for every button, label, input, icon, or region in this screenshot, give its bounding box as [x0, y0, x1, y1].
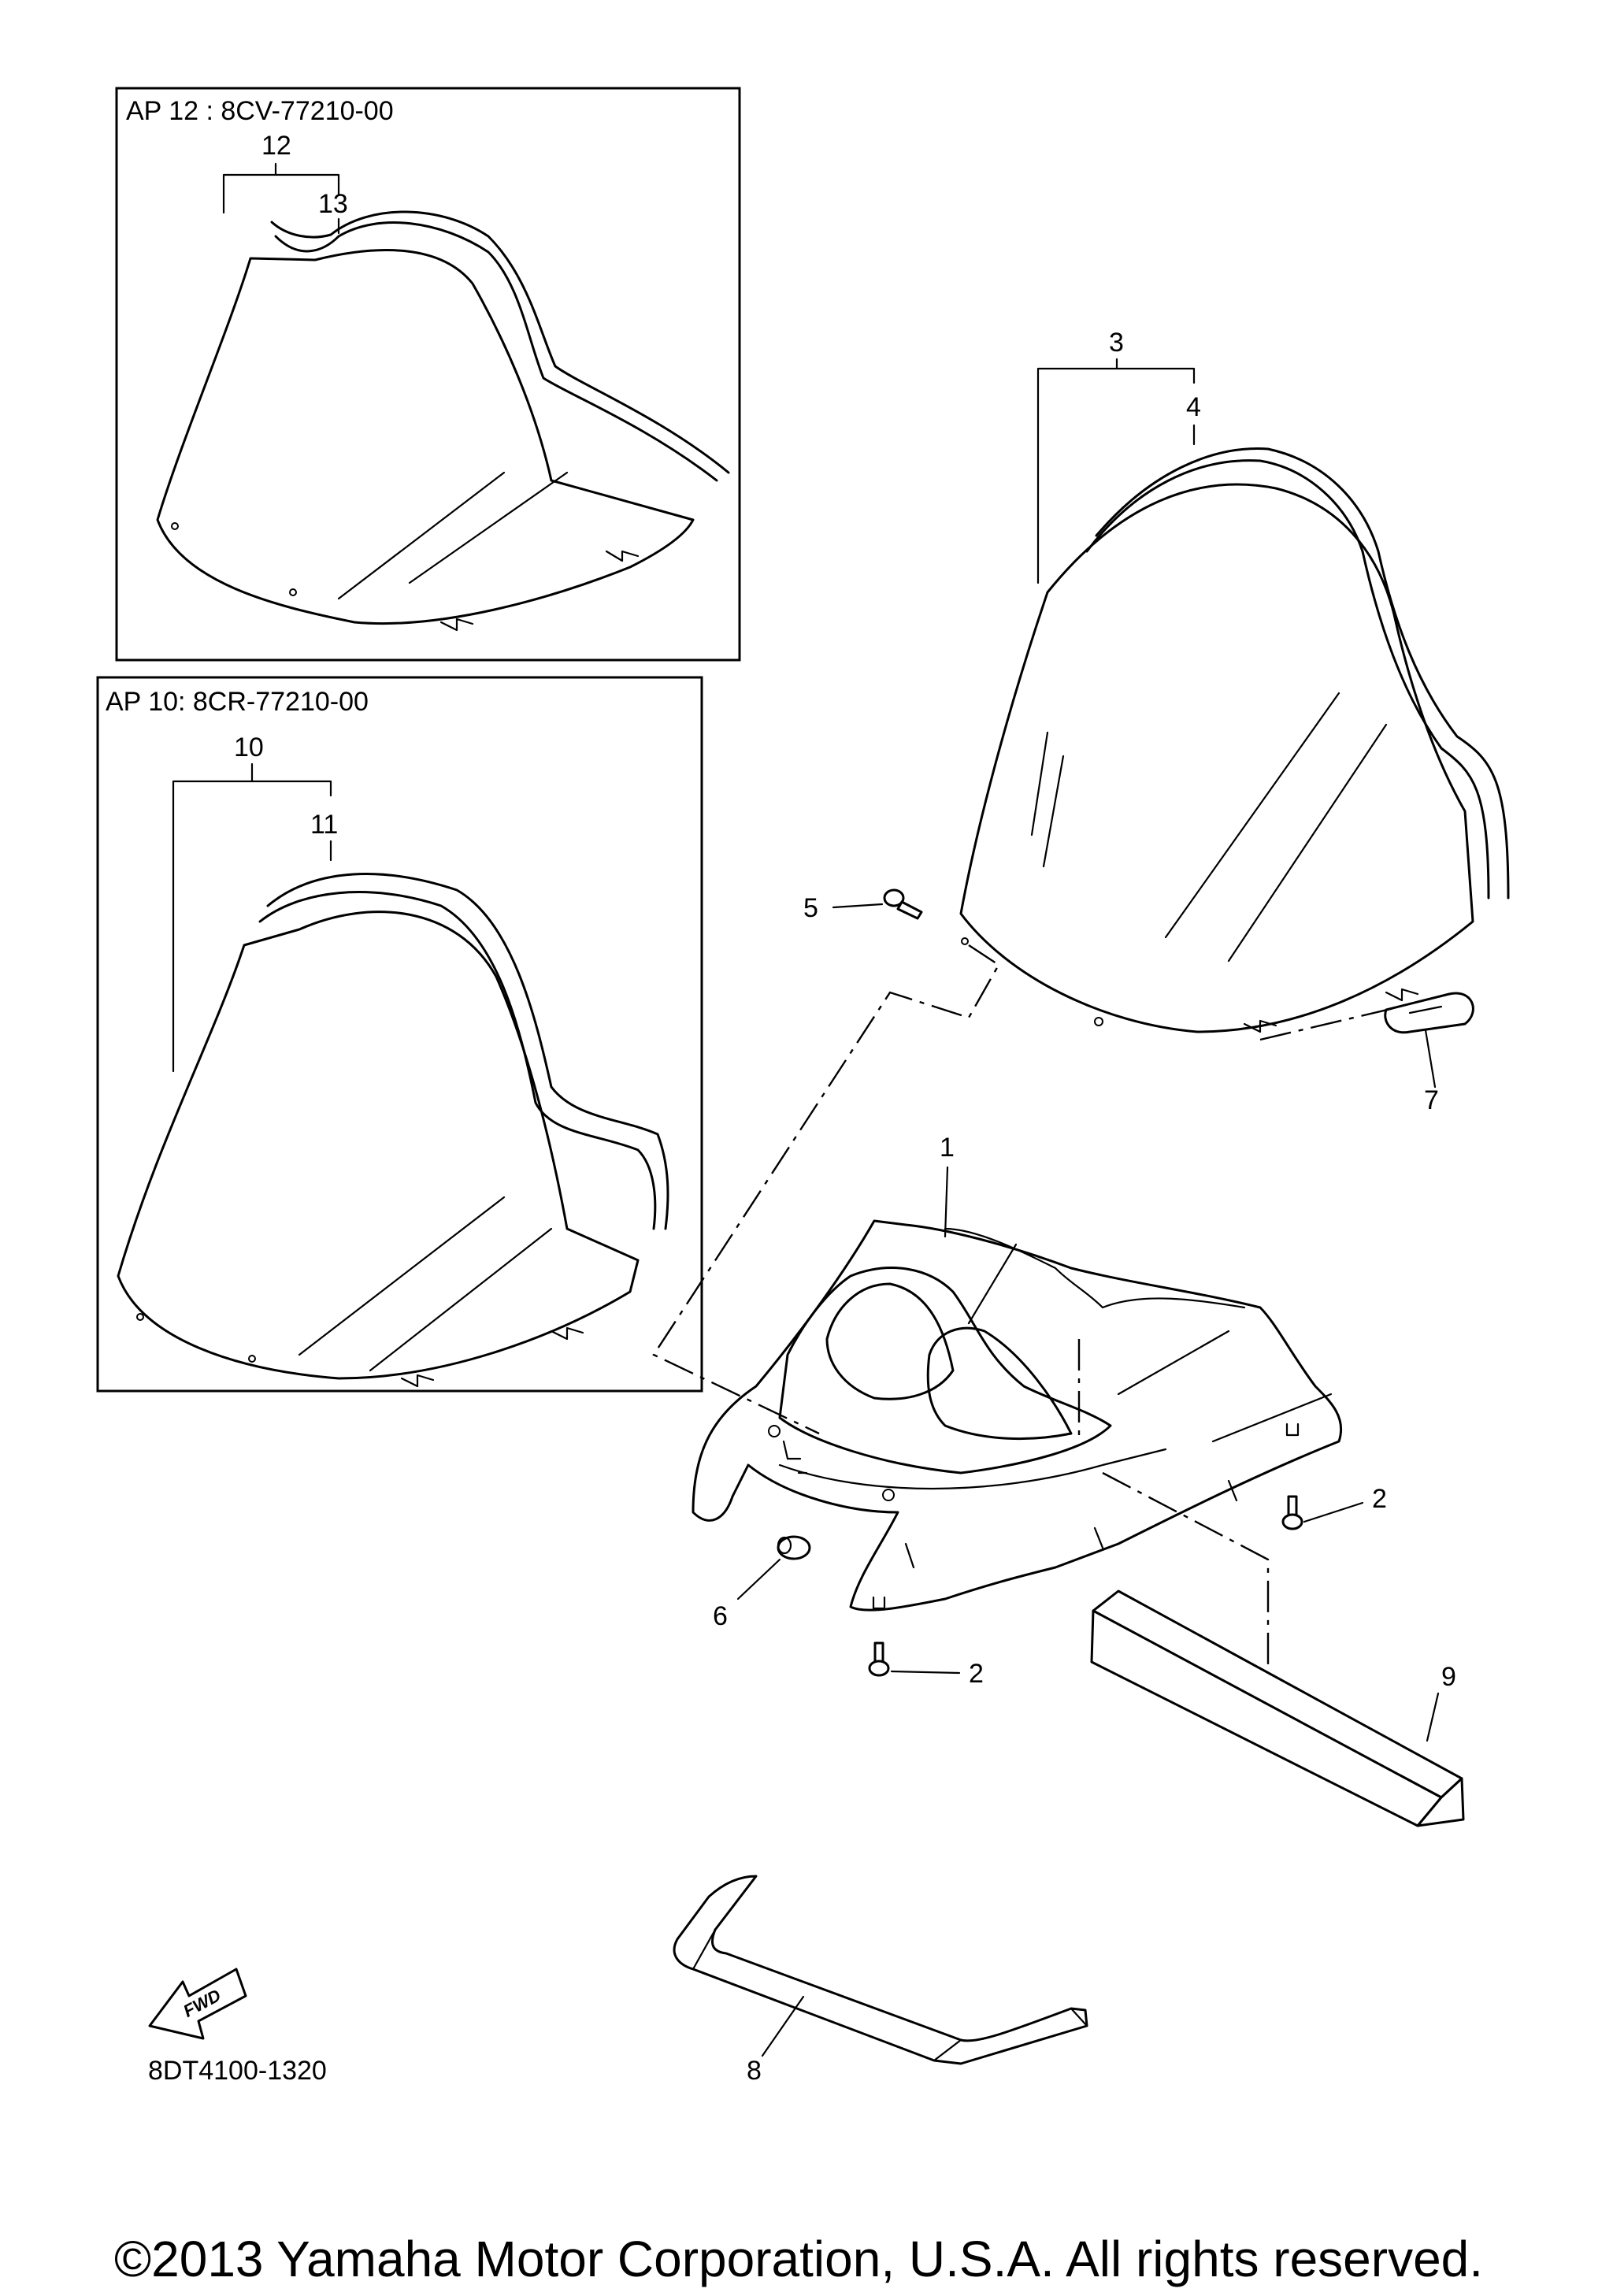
callout-9: 9: [1441, 1662, 1456, 1692]
box-title-ap10: AP 10: 8CR-77210-00: [106, 687, 369, 717]
callout-2b: 2: [969, 1659, 984, 1689]
bolt-2-bottom: 2: [868, 1596, 984, 1689]
grommet-6: 6: [713, 1535, 811, 1631]
cowl-1: 1: [692, 1133, 1343, 1612]
copyright-notice: ©2013 Yamaha Motor Corporation, U.S.A. A…: [114, 2231, 1483, 2287]
callout-13: 13: [318, 189, 348, 219]
callout-10: 10: [234, 733, 264, 762]
windshield-assembly: 3 4: [959, 328, 1510, 1033]
bolt-2-right: 2: [1281, 1422, 1387, 1530]
foam-pad-9: 9: [1090, 1589, 1465, 1827]
callout-5: 5: [803, 893, 818, 923]
screw-5: 5: [803, 888, 923, 923]
callout-12: 12: [261, 131, 291, 161]
drawing-number: 8DT4100-1320: [148, 2056, 327, 2086]
windshield-ap12: [156, 210, 730, 632]
callout-6: 6: [713, 1601, 728, 1631]
callout-3: 3: [1109, 328, 1124, 358]
callout-7: 7: [1424, 1085, 1439, 1115]
assembly-guides: [652, 944, 1395, 1686]
callout-4: 4: [1186, 392, 1201, 422]
box-title-ap12: AP 12 : 8CV-77210-00: [126, 96, 394, 126]
callout-1: 1: [940, 1133, 955, 1163]
callout-2a: 2: [1372, 1484, 1387, 1514]
windshield-ap10: [117, 873, 669, 1388]
forward-direction-arrow: FWD: [148, 1968, 247, 2040]
alt-windshield-box-ap10: AP 10: 8CR-77210-00 10 11: [96, 676, 703, 1393]
callout-11: 11: [310, 810, 338, 840]
bracket-7: 7: [1384, 992, 1474, 1115]
callout-8: 8: [747, 2056, 762, 2086]
trim-strip-8: 8: [673, 1875, 1088, 2086]
alt-windshield-box-ap12: AP 12 : 8CV-77210-00 12 13: [115, 87, 741, 662]
